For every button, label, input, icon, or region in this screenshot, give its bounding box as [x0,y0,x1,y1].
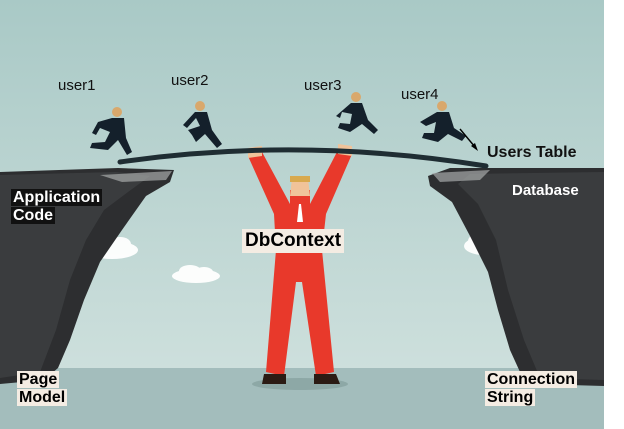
runner-user2 [183,101,222,148]
users-table-label: Users Table [487,144,577,161]
database-label: Database [512,182,579,199]
connection-string-line-1: Connection [485,371,577,388]
application-code-line-1: Application [11,189,103,206]
connection-string-line-2: String [485,389,536,407]
connection-string-label: Connection String [485,371,577,408]
runner-user3 [336,92,378,134]
dbcontext-label: DbContext [242,229,345,253]
diagram-canvas: user1 user2 user3 user4 Users Table Data… [0,0,604,429]
user-label: user3 [304,77,342,94]
application-code-line-2: Code [11,207,55,225]
user-label: user1 [58,77,96,94]
runner-user4 [420,101,466,142]
dbcontext-figure [248,144,352,384]
users-table-arrow [459,128,478,151]
runner-user1 [90,107,132,155]
application-code-label: Application Code [11,189,103,226]
page-model-label: Page Model [17,371,68,408]
user-label: user4 [401,86,439,103]
page-model-line-2: Model [17,389,68,407]
bridge-beam [117,147,489,169]
cloud-middle [172,265,220,283]
user-label: user2 [171,72,209,89]
page-model-line-1: Page [17,371,60,388]
